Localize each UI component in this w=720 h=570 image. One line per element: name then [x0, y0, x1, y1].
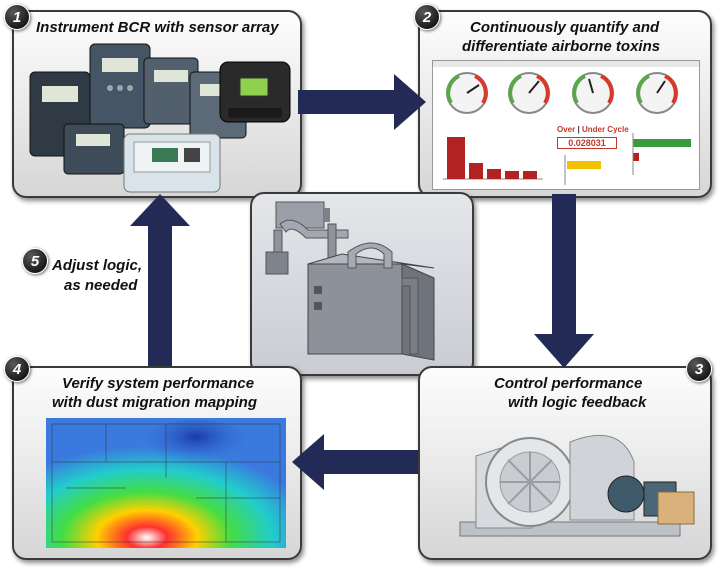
- step-3-title-line-1: Control performance: [494, 375, 643, 392]
- sensor-array-instruments-image: [29, 43, 291, 193]
- step-3-panel: Control performance with logic feedback: [418, 366, 712, 560]
- step-2-title-line-2: differentiate airborne toxins: [462, 38, 661, 55]
- step-1-panel: Instrument BCR with sensor array: [12, 10, 302, 198]
- over-under-separator: |: [577, 125, 580, 134]
- step-4-badge: 4: [4, 356, 30, 382]
- under-cycle-label: Under Cycle: [581, 125, 629, 134]
- over-under-cycle-label: Over | Under Cycle: [557, 125, 629, 134]
- step-5-title-line-2: as needed: [64, 277, 138, 294]
- step-2-badge: 2: [414, 4, 440, 30]
- cycle-value: 0.028031: [557, 137, 617, 149]
- arrow-step-3-to-4: [292, 434, 418, 490]
- step-1-badge: 1: [4, 4, 30, 30]
- dust-migration-heat-map: [46, 418, 286, 548]
- center-ductwork-panel: [250, 192, 474, 376]
- cycle-bar-chart: [564, 155, 601, 185]
- step-1-title: Instrument BCR with sensor array: [36, 19, 279, 36]
- arrow-step-1-to-2: [298, 74, 426, 130]
- arrow-step-4-to-1: [130, 194, 190, 366]
- step-5-badge: 5: [22, 248, 48, 274]
- step-4-title-line-2: with dust migration mapping: [52, 394, 257, 411]
- step-3-title-line-2: with logic feedback: [508, 394, 647, 411]
- step-2-panel: Continuously quantify and differentiate …: [418, 10, 712, 198]
- over-label: Over: [557, 125, 576, 134]
- toxin-dashboard: Over | Under Cycle 0.028031: [432, 60, 700, 190]
- step-4-panel: Verify system performance with dust migr…: [12, 366, 302, 560]
- dashboard-bar-chart: [443, 137, 543, 180]
- step-2-title-line-1: Continuously quantify and: [470, 19, 660, 36]
- dust-collector-3d-model-image: [265, 201, 435, 361]
- step-3-badge: 3: [686, 356, 712, 382]
- step-5-title-line-1: Adjust logic,: [52, 257, 142, 274]
- dashboard-gauges: [433, 61, 699, 114]
- arrow-step-2-to-3: [534, 194, 594, 368]
- step-4-title-line-1: Verify system performance: [62, 375, 255, 392]
- comparison-bar-chart: [632, 133, 691, 175]
- industrial-fan-image: [459, 434, 695, 537]
